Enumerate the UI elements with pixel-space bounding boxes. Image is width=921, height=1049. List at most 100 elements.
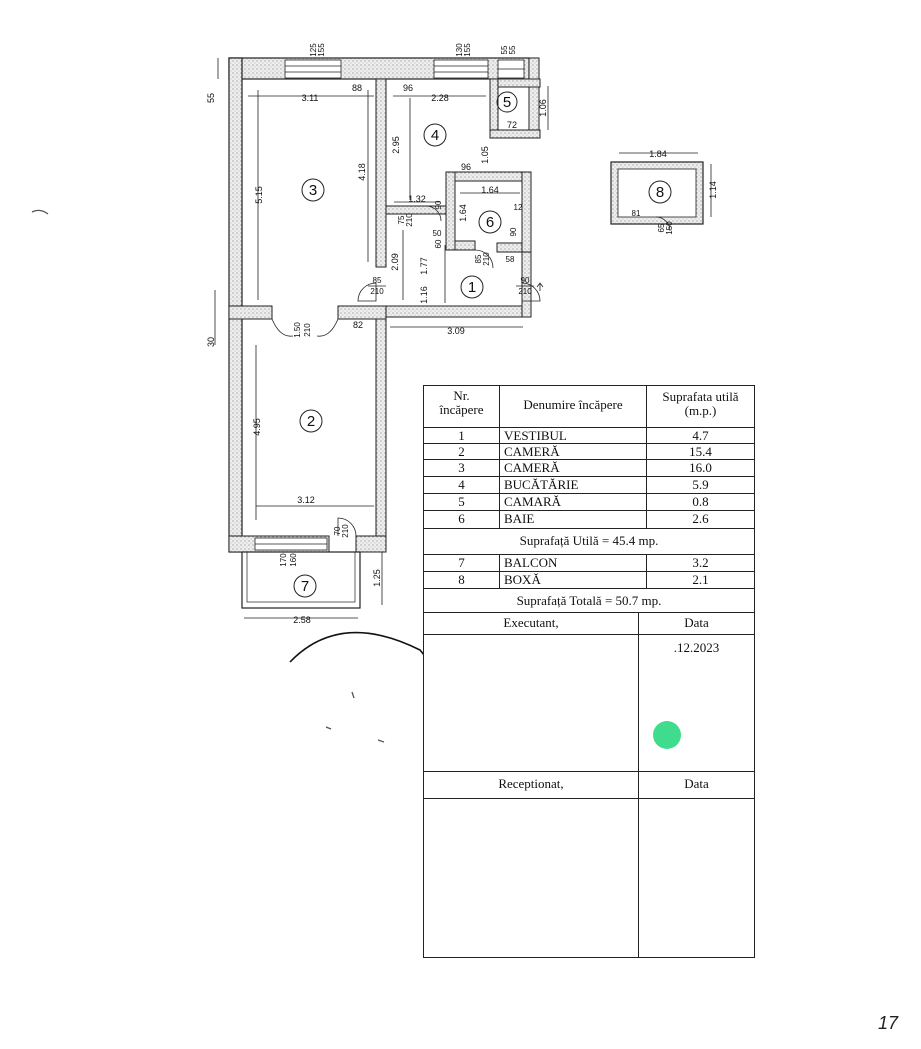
row-nr: 8 [424, 572, 500, 588]
dim-door-210a: 210 [405, 213, 414, 227]
room-number-6: 6 [486, 214, 494, 231]
dimension-labels: 125 155 130 155 55 55 55 3.11 88 5.15 4.… [206, 43, 718, 625]
row-nr: 7 [424, 555, 500, 571]
row-name: CAMARĂ [500, 494, 647, 510]
row-name: CAMERĂ [500, 444, 647, 459]
dim-r6-164h: 1.64 [458, 204, 468, 222]
executant-label: Executant, [424, 613, 639, 634]
grand-total: Suprafață Totală = 50.7 mp. [516, 593, 662, 608]
receptionat-signature-cell [424, 799, 639, 957]
grand-total-row: Suprafață Totală = 50.7 mp. [424, 589, 754, 613]
dim-r5-72: 72 [507, 120, 517, 130]
dim-door-75: 75 [397, 215, 406, 224]
dim-r3-88: 88 [352, 83, 362, 93]
dim-door-70: 70 [333, 526, 342, 535]
header-name: Denumire încăpere [500, 386, 647, 427]
row-nr: 2 [424, 444, 500, 459]
dim-corr-82: 82 [353, 320, 363, 330]
dim-r6-90b: 90 [509, 227, 518, 236]
row-area: 2.1 [692, 572, 709, 587]
dim-r6-132: 1.32 [408, 194, 426, 204]
doors [271, 205, 541, 537]
dim-top-155: 155 [317, 43, 326, 57]
room-number-5: 5 [503, 94, 511, 111]
dim-balc-125: 1.25 [372, 569, 382, 587]
room-number-1: 1 [468, 279, 476, 296]
dim-box-81: 81 [632, 209, 641, 218]
date-value: .12.2023 [673, 640, 720, 655]
dim-r3-418: 4.18 [357, 163, 367, 181]
dim-top-55b: 55 [508, 45, 517, 54]
dim-left-30: 30 [206, 337, 216, 347]
row-name: VESTIBUL [500, 428, 647, 443]
green-stamp-dot [653, 721, 681, 749]
table-row: 5 CAMARĂ 0.8 [424, 494, 754, 511]
dim-door-90: 90 [521, 276, 530, 285]
header-nr: Nr.încăpere [424, 386, 500, 427]
executant-sign-row: .12.2023 [424, 635, 754, 772]
row-area: 0.8 [692, 494, 709, 509]
dim-r6-12: 12 [514, 203, 523, 212]
dim-r4-295: 2.95 [391, 136, 401, 154]
room-number-4: 4 [431, 127, 439, 144]
executant-header-row: Executant, Data [424, 613, 754, 635]
dim-r6-85: 85 [474, 254, 483, 263]
dim-r3-height: 5.15 [254, 186, 264, 204]
room-number-8: 8 [656, 184, 664, 201]
row-nr: 5 [424, 494, 500, 510]
row-nr: 6 [424, 511, 500, 528]
row-name: BAIE [500, 511, 647, 528]
dim-box-150: 150 [665, 221, 674, 235]
receptionat-label: Receptionat, [424, 772, 639, 798]
table-row: 8 BOXĂ 2.1 [424, 572, 754, 589]
dim-balc-160: 160 [289, 553, 298, 567]
dim-r3-width: 3.11 [302, 93, 319, 103]
dim-top-130: 130 [455, 43, 464, 57]
table-row: 6 BAIE 2.6 [424, 511, 754, 529]
receptionat-sign-row [424, 799, 754, 957]
receptionat-header-row: Receptionat, Data [424, 772, 754, 799]
room-number-3: 3 [309, 182, 317, 199]
dim-r6-50: 50 [433, 229, 442, 238]
dim-v-209: 2.09 [390, 253, 400, 271]
area-table: Nr.încăpere Denumire încăpere Suprafata … [423, 385, 755, 958]
row-area: 5.9 [692, 477, 709, 492]
row-area: 15.4 [689, 444, 712, 459]
dim-r5-106: 1.06 [538, 99, 548, 117]
useful-total: Suprafață Utilă = 45.4 mp. [519, 533, 659, 548]
row-area: 4.7 [692, 428, 709, 443]
dim-box-65: 65 [657, 223, 666, 232]
dim-top-125: 125 [309, 43, 318, 57]
dim-door-210c: 210 [518, 287, 532, 296]
useful-total-row: Suprafață Utilă = 45.4 mp. [424, 529, 754, 555]
dim-r2-width: 3.12 [297, 495, 315, 505]
room-number-7: 7 [301, 578, 309, 595]
row-name: BOXĂ [500, 572, 647, 588]
entrance-arrow [536, 282, 544, 291]
dimension-lines [214, 58, 712, 619]
dim-balc-width: 2.58 [293, 615, 311, 625]
table-row: 2 CAMERĂ 15.4 [424, 444, 754, 460]
dim-corr-309: 3.09 [447, 326, 465, 336]
dim-r2-height: 4.95 [252, 418, 262, 436]
dim-door-210b: 210 [370, 287, 384, 296]
dim-door-85: 85 [373, 276, 382, 285]
row-area: 2.6 [692, 511, 709, 526]
dim-r6-58: 58 [506, 255, 515, 264]
page-mark: 17 [878, 1013, 899, 1033]
data-label-1: Data [684, 615, 709, 630]
dim-v-177: 1.77 [419, 257, 429, 275]
row-nr: 1 [424, 428, 500, 443]
row-area: 3.2 [692, 555, 709, 570]
dim-v-116: 1.16 [419, 286, 429, 304]
dim-r6-210: 210 [482, 252, 491, 266]
dim-box-114: 1.14 [708, 181, 718, 199]
receptionat-date-cell [639, 799, 754, 957]
table-row: 3 CAMERĂ 16.0 [424, 460, 754, 477]
table-header: Nr.încăpere Denumire încăpere Suprafata … [424, 386, 754, 428]
table-row: 4 BUCĂTĂRIE 5.9 [424, 477, 754, 494]
dim-left-55: 55 [206, 93, 216, 103]
room-number-2: 2 [307, 413, 315, 430]
dim-r6-164w: 1.64 [481, 185, 499, 195]
data-label-2: Data [684, 776, 709, 791]
